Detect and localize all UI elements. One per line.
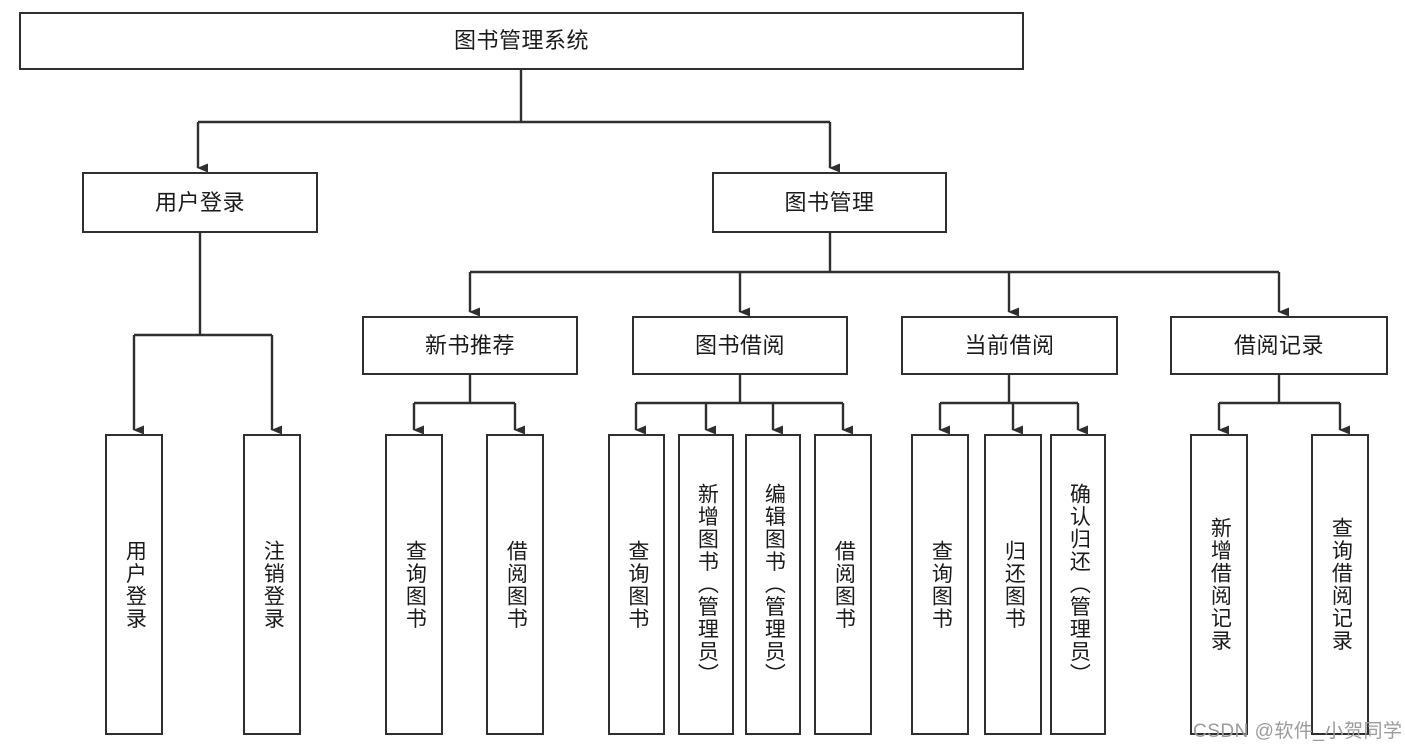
node-leaf-query-book-1[interactable]: 查询图书	[385, 434, 443, 735]
node-leaf-query-record[interactable]: 查询借阅记录	[1311, 434, 1369, 735]
node-root[interactable]: 图书管理系统	[19, 12, 1024, 70]
node-label-leaf-query-book-3: 查询图书	[929, 539, 953, 630]
connector-group	[132, 70, 1350, 435]
node-leaf-return-book[interactable]: 归还图书	[984, 434, 1042, 735]
node-leaf-confirm-return[interactable]: 确认归还（管理员）	[1050, 434, 1106, 735]
watermark-label: CSDN @软件_小贺同学	[1193, 721, 1403, 742]
node-borrow-record[interactable]: 借阅记录	[1170, 316, 1388, 375]
node-leaf-add-record[interactable]: 新增借阅记录	[1190, 434, 1248, 735]
node-leaf-query-book-2[interactable]: 查询图书	[608, 434, 665, 735]
node-label-leaf-user-logout: 注销登录	[261, 539, 285, 630]
node-leaf-add-book[interactable]: 新增图书（管理员）	[678, 434, 734, 735]
node-leaf-user-logout[interactable]: 注销登录	[243, 434, 301, 735]
node-current-borrow[interactable]: 当前借阅	[901, 316, 1118, 375]
node-label-book-manage: 图书管理	[784, 189, 875, 215]
node-book-manage[interactable]: 图书管理	[712, 172, 947, 233]
node-label-root: 图书管理系统	[453, 28, 589, 54]
node-label-leaf-borrow-book-1: 借阅图书	[504, 539, 528, 630]
node-label-user-login: 用户登录	[154, 189, 245, 215]
node-leaf-user-login[interactable]: 用户登录	[105, 434, 163, 735]
node-user-login[interactable]: 用户登录	[82, 172, 318, 233]
node-label-leaf-confirm-return: 确认归还（管理员）	[1067, 483, 1091, 686]
node-label-leaf-query-book-1: 查询图书	[403, 539, 427, 630]
node-leaf-edit-book[interactable]: 编辑图书（管理员）	[745, 434, 801, 735]
node-label-leaf-user-login: 用户登录	[123, 539, 147, 630]
node-label-book-borrow: 图书借阅	[694, 332, 785, 358]
node-label-leaf-borrow-book-2: 借阅图书	[832, 539, 856, 630]
node-label-leaf-query-record: 查询借阅记录	[1329, 517, 1353, 652]
node-label-leaf-query-book-2: 查询图书	[625, 539, 649, 630]
node-label-leaf-return-book: 归还图书	[1002, 539, 1026, 630]
node-leaf-borrow-book-1[interactable]: 借阅图书	[486, 434, 544, 735]
node-label-new-book-recommend: 新书推荐	[424, 332, 515, 358]
node-label-current-borrow: 当前借阅	[964, 332, 1055, 358]
node-book-borrow[interactable]: 图书借阅	[632, 316, 848, 375]
node-label-borrow-record: 借阅记录	[1233, 332, 1324, 358]
node-leaf-query-book-3[interactable]: 查询图书	[911, 434, 969, 735]
node-label-leaf-edit-book: 编辑图书（管理员）	[762, 483, 786, 686]
node-label-leaf-add-book: 新增图书（管理员）	[695, 483, 719, 686]
node-label-leaf-add-record: 新增借阅记录	[1208, 517, 1232, 652]
node-new-book-recommend[interactable]: 新书推荐	[362, 316, 578, 375]
node-leaf-borrow-book-2[interactable]: 借阅图书	[814, 434, 872, 735]
